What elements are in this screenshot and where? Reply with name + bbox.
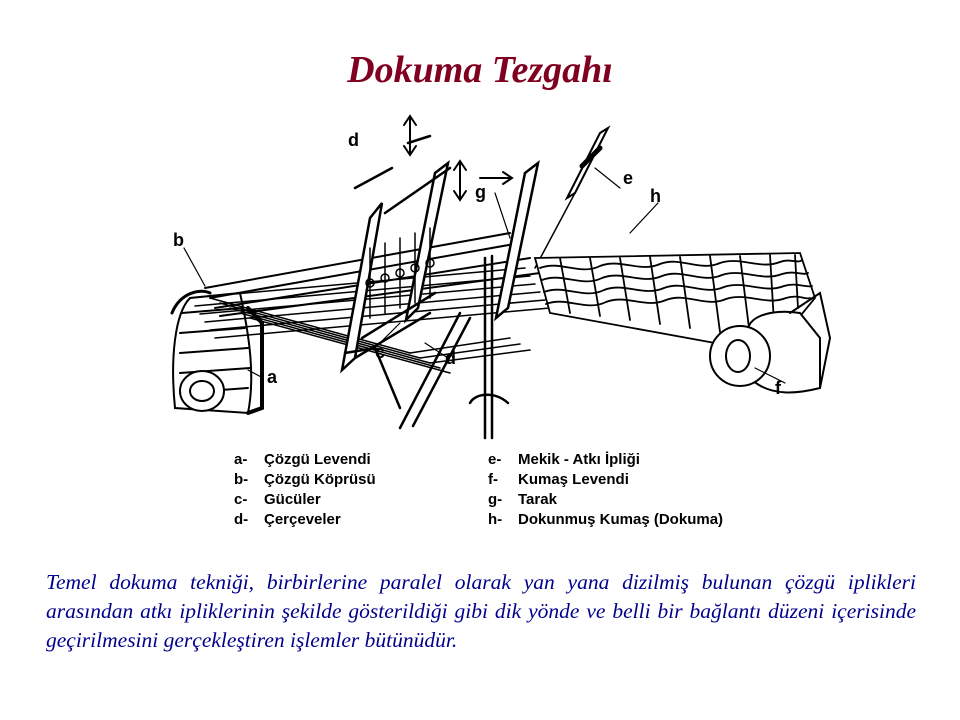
callout-g: g (475, 182, 486, 202)
legend-left: a-Çözgü Levendi b-Çözgü Köprüsü c-Gücüle… (234, 450, 376, 530)
reed (468, 159, 540, 440)
callout-e: e (623, 168, 633, 188)
caption-paragraph: Temel dokuma tekniği, birbirlerine paral… (46, 570, 916, 652)
callout-d-top: d (348, 130, 359, 150)
page-title: Dokuma Tezgahı (347, 49, 613, 91)
heddle-frames (340, 134, 472, 430)
legend-item: c-Gücüler (234, 491, 321, 508)
loom-drawing: d e h g b c d a f (170, 114, 832, 440)
callout-h: h (650, 186, 661, 206)
legend-item: h-Dokunmuş Kumaş (Dokuma) (488, 511, 724, 528)
shuttle (534, 125, 611, 269)
legend-right: e-Mekik - Atkı İpliği f-Kumaş Levendi g-… (488, 450, 723, 530)
cloth-beam (709, 291, 832, 394)
movement-arrows (403, 114, 514, 202)
legend-item: e-Mekik - Atkı İpliği (488, 451, 640, 468)
callout-c: c (375, 342, 385, 362)
legend-item: b-Çözgü Köprüsü (234, 471, 376, 488)
leader-lines (183, 167, 786, 384)
legend-item: g-Tarak (488, 491, 557, 508)
callout-f: f (775, 378, 782, 398)
callout-b: b (173, 230, 184, 250)
loom-diagram: d e h g b c d a f a-Çözgü Levendi b-Çözg… (130, 108, 835, 548)
legend-item: f-Kumaş Levendi (488, 471, 629, 488)
heddles (365, 227, 435, 319)
legend-item: a-Çözgü Levendi (234, 451, 371, 468)
legend-item: d-Çerçeveler (234, 511, 341, 528)
callout-a: a (267, 367, 278, 387)
callout-d-bottom: d (445, 348, 456, 368)
